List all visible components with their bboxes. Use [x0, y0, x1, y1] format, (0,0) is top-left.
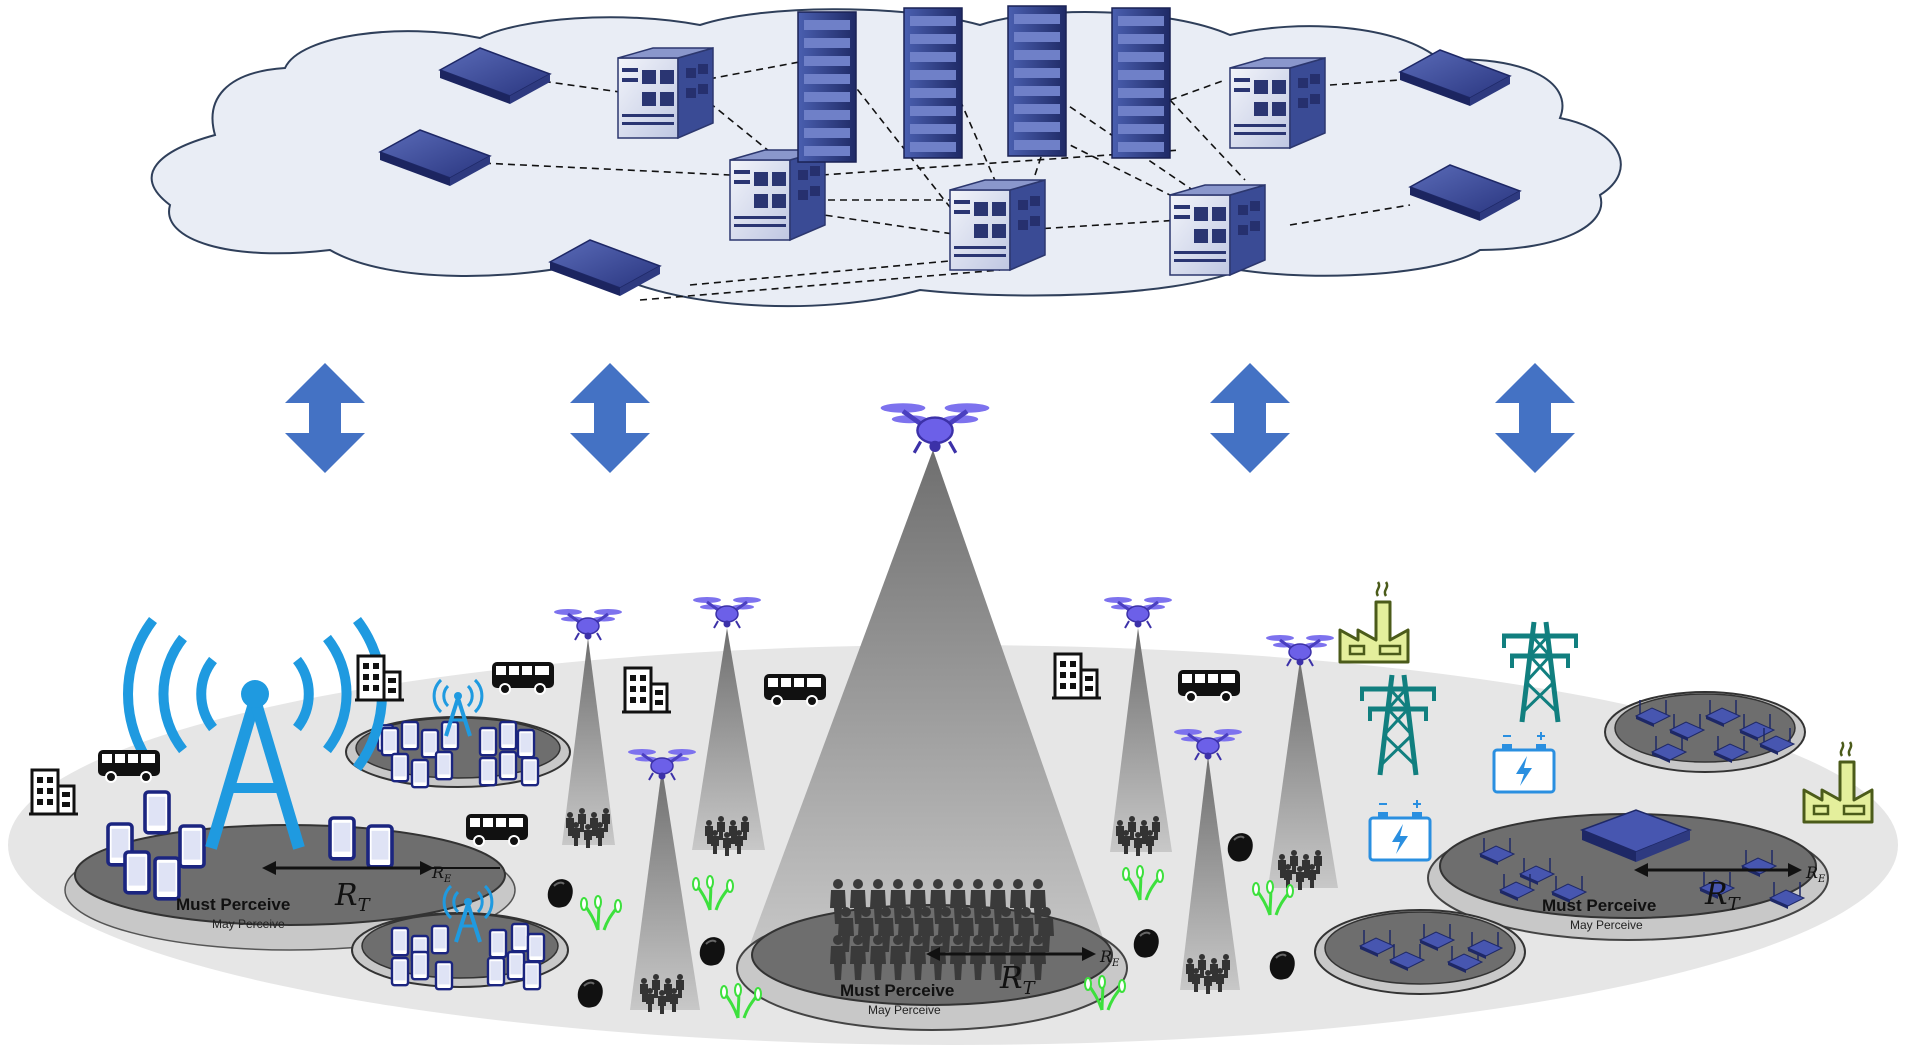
factory-icon: [1338, 580, 1410, 664]
power-main-zone: [1427, 813, 1829, 941]
smartphone-icon: [366, 824, 394, 869]
server-box-icon: [1169, 184, 1266, 276]
server-box-icon: [1229, 57, 1326, 149]
bidirectional-arrow-icon: [285, 363, 365, 473]
bidirectional-arrow-icon: [1495, 363, 1575, 473]
drone-coverage-cones: [562, 450, 1338, 1010]
building-icon: [353, 654, 406, 702]
radius-label-rt: RT: [1704, 877, 1742, 915]
smartphone-icon: [516, 728, 536, 759]
may-perceive-label: May Perceive: [212, 917, 285, 931]
smartphone-icon: [478, 726, 498, 757]
may-perceive-label: May Perceive: [1570, 918, 1643, 932]
smartphone-icon: [410, 758, 430, 789]
server-box-icon: [729, 149, 826, 241]
smartphone-icon: [434, 960, 454, 991]
smartphone-icon: [434, 750, 454, 781]
smartphone-icon: [522, 960, 542, 991]
server-rack-icon: [1111, 7, 1171, 159]
radius-label-re: RE: [1099, 947, 1120, 969]
server-box-icon: [949, 179, 1046, 271]
bidirectional-arrow-icon: [1210, 363, 1290, 473]
smartphone-icon: [498, 720, 518, 751]
must-perceive-label: Must Perceive: [1542, 896, 1656, 915]
power-small-zone-top: [1604, 691, 1806, 773]
smartphone-icon: [410, 950, 430, 981]
smartphone-icon: [498, 750, 518, 781]
drone-icon: [881, 403, 990, 453]
server-box-icon: [617, 47, 714, 139]
radius-label-rt: RT: [334, 878, 372, 916]
radius-label-rt: RT: [999, 961, 1037, 999]
server-rack-icon: [797, 11, 857, 163]
smartphone-icon: [153, 856, 181, 901]
smartphone-icon: [400, 720, 420, 751]
radius-arrow-power: [1634, 863, 1802, 877]
smartphone-icon: [390, 956, 410, 987]
smartphone-icon: [143, 790, 171, 835]
smartphone-icon: [380, 726, 400, 757]
network-switch-icon: [1579, 809, 1693, 862]
radius-arrow-crowd: [926, 947, 1096, 961]
cloud-icon: [150, 8, 1622, 308]
radius-label-re: RE: [431, 863, 452, 885]
radius-label-re: RE: [1805, 863, 1826, 885]
smartphone-icon: [478, 756, 498, 787]
radius-arrow-telecom: [262, 861, 500, 875]
smartphone-icon: [328, 816, 356, 861]
smartphone-icon: [506, 950, 526, 981]
smartphone-icon: [486, 956, 506, 987]
drone-icon: [1102, 595, 1174, 630]
smartphone-icon: [488, 928, 508, 959]
drone-icon: [691, 595, 763, 630]
server-rack-icon: [1007, 5, 1067, 157]
bidirectional-arrow-icon: [570, 363, 650, 473]
smartphone-icon: [178, 824, 206, 869]
smartphone-icon: [430, 924, 450, 955]
may-perceive-label: May Perceive: [868, 1003, 941, 1017]
server-rack-icon: [903, 7, 963, 159]
smartphone-icon: [123, 850, 151, 895]
smartphone-icon: [390, 752, 410, 783]
smartphone-icon: [520, 756, 540, 787]
drone-icon: [552, 607, 624, 642]
smartphone-icon: [390, 926, 410, 957]
smartphone-icon: [526, 932, 546, 963]
smartphone-icon: [510, 922, 530, 953]
must-perceive-label: Must Perceive: [176, 895, 290, 914]
must-perceive-label: Must Perceive: [840, 981, 954, 1000]
